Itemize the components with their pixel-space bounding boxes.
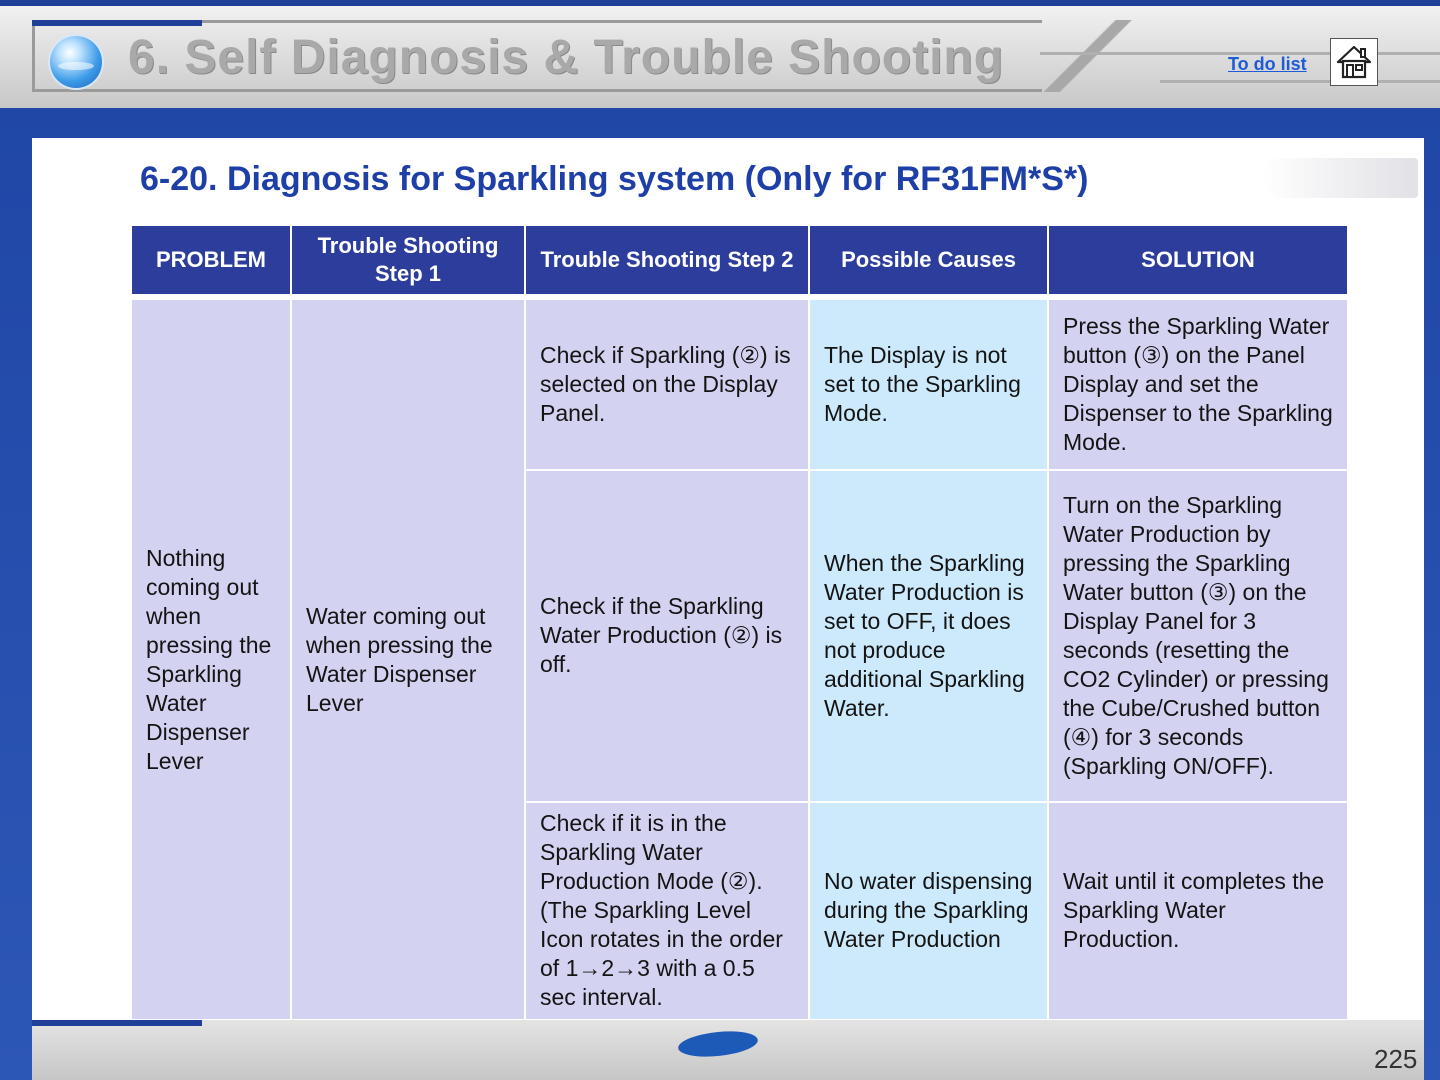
column-header-problem: PROBLEM — [132, 226, 290, 300]
globe-icon — [50, 36, 102, 88]
solution-cell: Press the Sparkling Water button (③) on … — [1049, 300, 1347, 471]
to-do-list-link[interactable]: To do list — [1228, 54, 1307, 74]
step2-cell: Check if it is in the Sparkling Water Pr… — [526, 802, 808, 1021]
top-bar — [0, 0, 1440, 6]
table-row: Nothing coming out when pressing the Spa… — [132, 300, 1347, 1021]
cause-cell: When the Sparkling Water Production is s… — [810, 470, 1047, 803]
diagnosis-table: PROBLEM Trouble Shooting Step 1 Trouble … — [130, 226, 1349, 1021]
step2-cell: Check if Sparkling (②) is selected on th… — [526, 300, 808, 471]
column-header-causes: Possible Causes — [810, 226, 1047, 300]
problem-cell: Nothing coming out when pressing the Spa… — [132, 300, 290, 1021]
table-row: Check if it is in the Sparkling Water Pr… — [132, 802, 1347, 1021]
home-icon — [1336, 45, 1372, 79]
brand-watermark — [1262, 158, 1418, 198]
cause-cell: No water dispensing during the Sparkling… — [810, 802, 1047, 1021]
header-slant — [1010, 20, 1170, 92]
home-button[interactable] — [1330, 38, 1378, 86]
header-accent — [32, 20, 202, 26]
column-header-step2: Trouble Shooting Step 2 — [526, 226, 808, 300]
table-row: Check if the Sparkling Water Production … — [132, 470, 1347, 803]
step1-cell: Water coming out when pressing the Water… — [292, 300, 524, 1021]
step2-cell: Check if the Sparkling Water Production … — [526, 470, 808, 803]
cause-cell: The Display is not set to the Sparkling … — [810, 300, 1047, 471]
solution-cell: Wait until it completes the Sparkling Wa… — [1049, 802, 1347, 1021]
column-header-step1: Trouble Shooting Step 1 — [292, 226, 524, 300]
table-header-row: PROBLEM Trouble Shooting Step 1 Trouble … — [132, 226, 1347, 300]
header-rule-lower — [1160, 80, 1440, 83]
page-title: 6. Self Diagnosis & Trouble Shooting — [128, 31, 1005, 84]
page-number: 225 — [1374, 1044, 1418, 1074]
header-frame — [32, 20, 1042, 92]
solution-cell: Turn on the Sparkling Water Production b… — [1049, 470, 1347, 803]
section-title: 6-20. Diagnosis for Sparkling system (On… — [140, 160, 1089, 198]
header-rule — [1040, 52, 1440, 55]
column-header-solution: SOLUTION — [1049, 226, 1347, 300]
footer-accent — [32, 1020, 202, 1026]
